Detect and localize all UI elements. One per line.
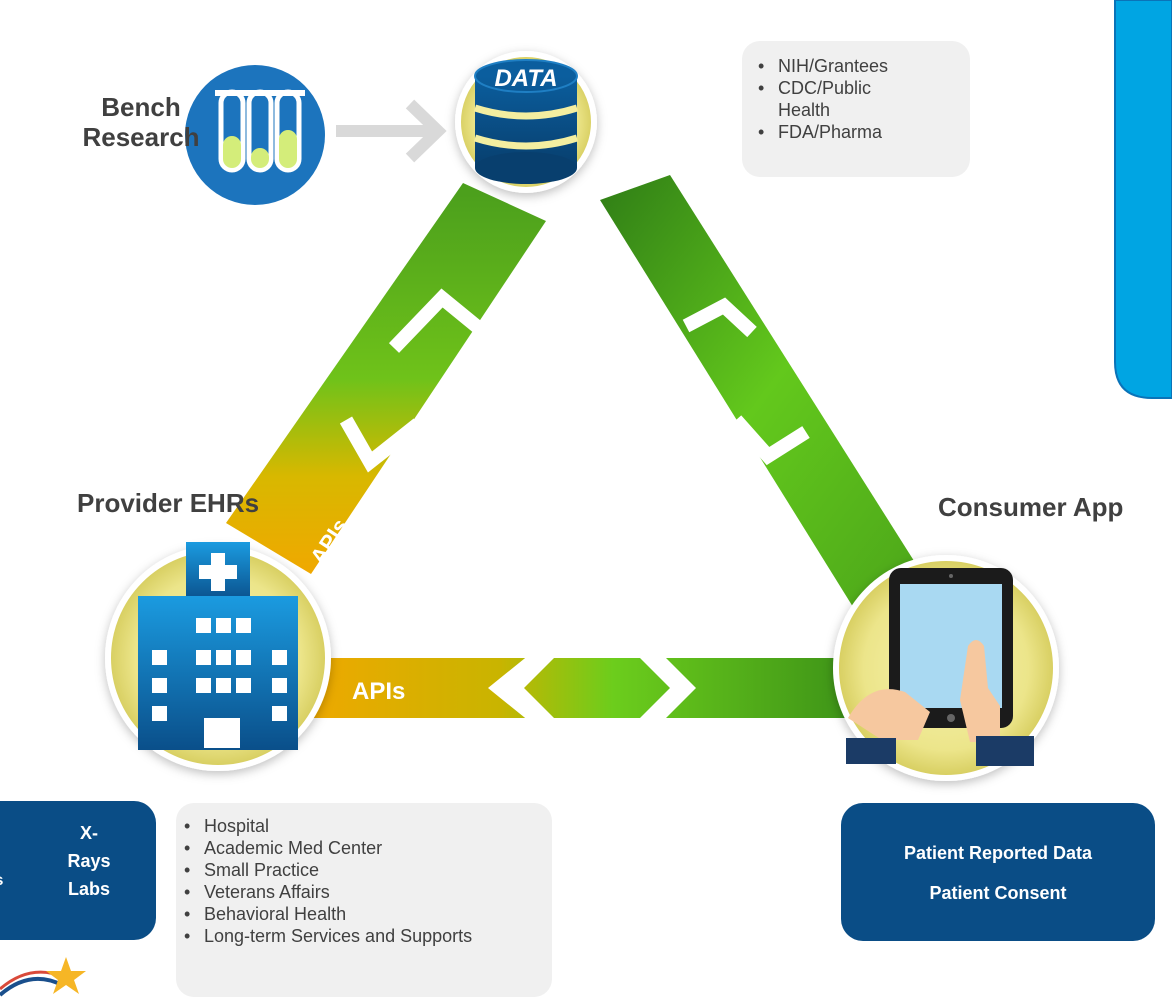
list-item: Behavioral Health xyxy=(182,903,540,925)
consumer-data-box: Patient Reported Data Patient Consent xyxy=(841,803,1155,941)
left-edge-band xyxy=(226,183,546,574)
list-item: Long-term Services and Supports xyxy=(182,925,474,947)
blue-info-panel xyxy=(1114,0,1172,399)
list-item: Small Practice xyxy=(182,859,540,881)
chevron-left-icon xyxy=(488,646,566,730)
provider-ehrs-label: Provider EHRs xyxy=(77,488,260,518)
list-item-text: NIH/Grantees xyxy=(778,56,889,76)
list-item: CDC/Public Health xyxy=(756,77,928,121)
data-badge: DATA xyxy=(494,65,557,92)
provider-data-col1-line2: is xyxy=(0,869,3,893)
provider-data-col2-line1: X- xyxy=(80,823,98,843)
chevron-down-icon xyxy=(730,415,810,466)
list-item-text: FDA/Pharma xyxy=(778,122,883,142)
provider-data-col1: s is xyxy=(0,845,3,893)
bench-research-label: Bench Research xyxy=(76,92,206,152)
bench-label-line1: Bench xyxy=(101,92,181,122)
provider-data-col1-line1: s xyxy=(0,845,3,869)
list-item-text: Academic Med Center xyxy=(204,838,383,858)
bench-label-line2: Research xyxy=(82,122,200,152)
list-item-text: Veterans Affairs xyxy=(204,882,330,902)
provider-data-box: s is X- Rays Labs xyxy=(0,801,156,940)
database-icon xyxy=(473,59,579,184)
list-item-text: Long-term Services and Supports xyxy=(204,926,473,946)
provider-data-col2: X- Rays Labs xyxy=(60,819,118,903)
list-item-text: Hospital xyxy=(204,816,270,836)
chevron-up-icon xyxy=(388,288,491,353)
consumer-app-label: Consumer App xyxy=(938,492,1124,522)
chevron-up-icon xyxy=(682,297,757,338)
logo-star-icon xyxy=(0,957,86,997)
list-item-text: Behavioral Health xyxy=(204,904,347,924)
provider-data-col2-line3: Labs xyxy=(67,879,110,899)
bottom-api-label: APIs xyxy=(352,678,405,705)
list-item: Hospital xyxy=(182,815,540,837)
arrow-right-icon xyxy=(336,99,447,163)
data-stakeholders-list: NIH/Grantees CDC/Public Health FDA/Pharm… xyxy=(742,41,970,177)
right-edge-band xyxy=(600,175,928,615)
list-item: Veterans Affairs xyxy=(182,881,540,903)
hands-icon xyxy=(846,640,1034,766)
list-item: Academic Med Center xyxy=(182,837,540,859)
list-item-text: Small Practice xyxy=(204,860,320,880)
bottom-edge-band xyxy=(300,658,870,718)
chevron-down-icon xyxy=(339,416,423,473)
list-item-text: CDC/Public Health xyxy=(778,78,872,120)
consumer-data-line1: Patient Reported Data xyxy=(903,843,1093,863)
list-item: NIH/Grantees xyxy=(756,55,958,77)
list-item: FDA/Pharma xyxy=(756,121,958,143)
hospital-icon xyxy=(138,542,298,750)
chevron-right-icon xyxy=(628,646,696,730)
test-tubes-icon xyxy=(185,65,325,205)
consumer-data-line2: Patient Consent xyxy=(929,883,1067,903)
provider-data-col2-line2: Rays xyxy=(67,851,111,871)
provider-types-list: Hospital Academic Med Center Small Pract… xyxy=(176,803,552,997)
